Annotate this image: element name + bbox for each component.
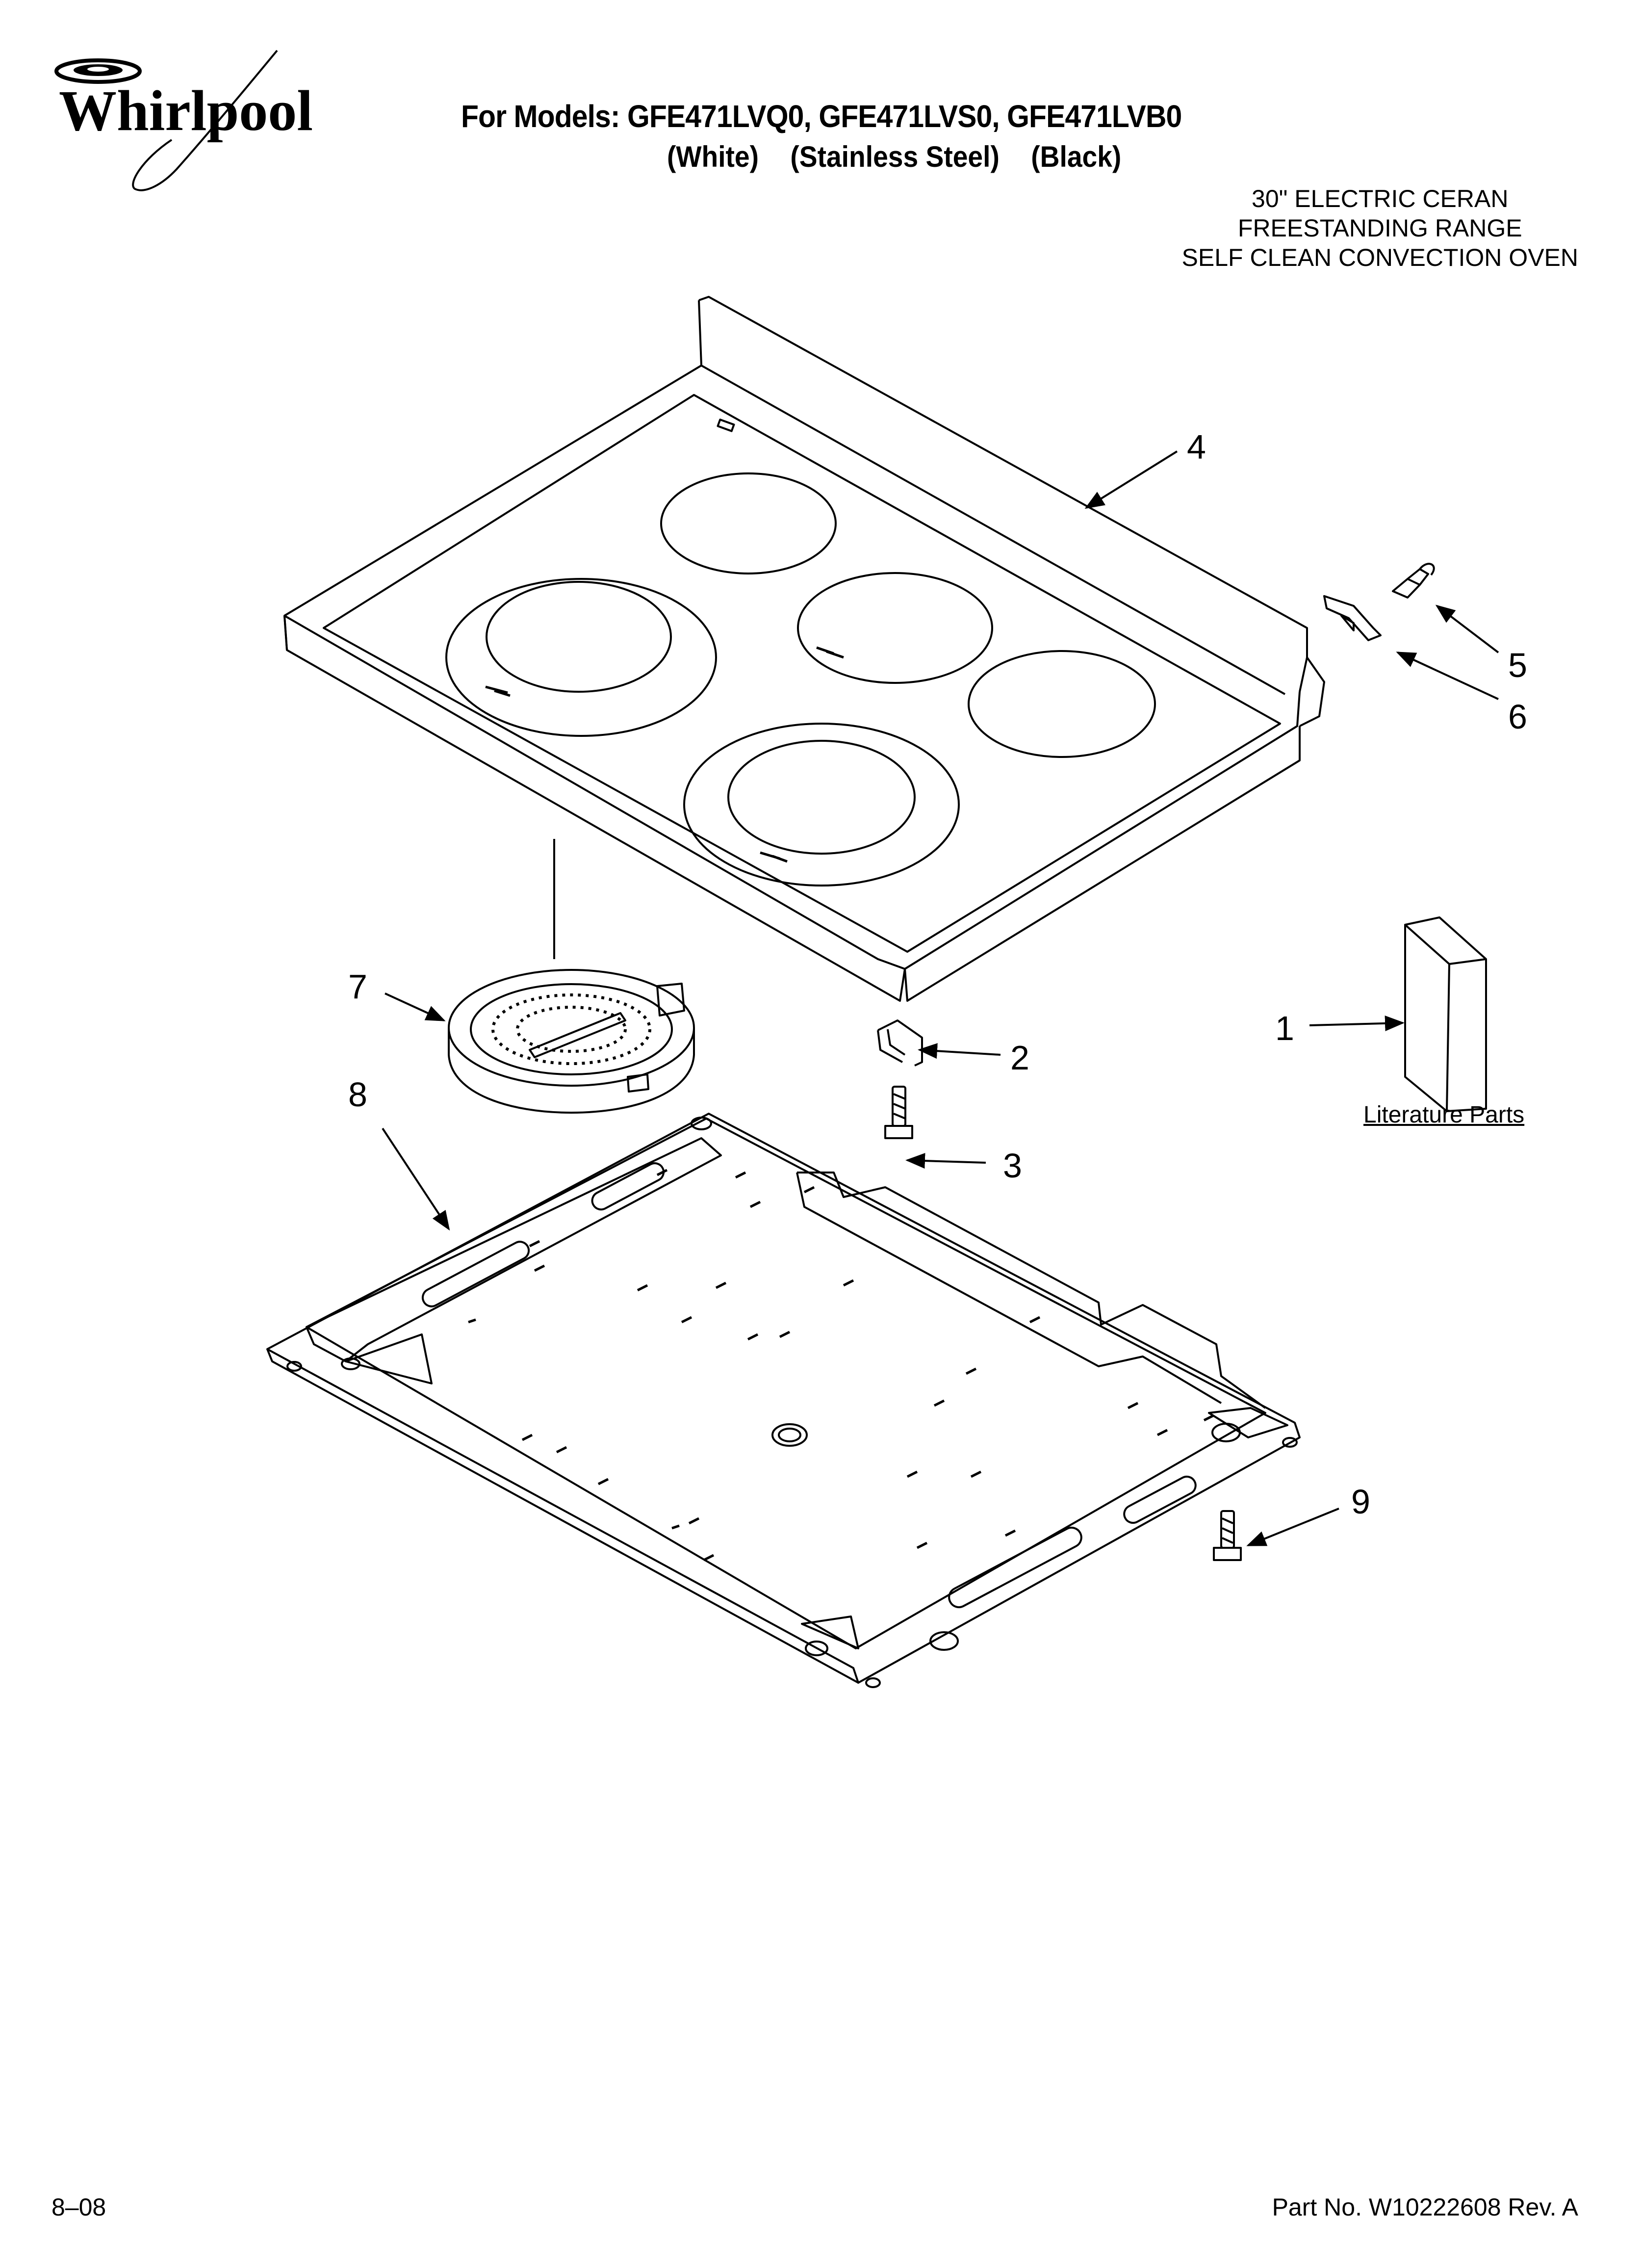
callout-4: 4 [1187,428,1206,466]
models-title: For Models: GFE471LVQ0, GFE471LVS0, GFE4… [461,99,1182,134]
callout-6: 6 [1508,698,1527,736]
variant-black: (Black) [1031,140,1122,173]
callout-9: 9 [1351,1483,1370,1521]
callout-1: 1 [1275,1009,1294,1047]
part-number: Part No. W10222608 Rev. A [1272,2193,1578,2221]
product-description: 30" ELECTRIC CERAN FREESTANDING RANGE SE… [1182,184,1579,272]
callout-7: 7 [348,967,367,1006]
callout-8: 8 [348,1075,367,1114]
callout-3: 3 [1003,1147,1022,1185]
product-desc-line-2: FREESTANDING RANGE [1237,214,1522,242]
screw-9 [1213,1510,1242,1561]
clip-and-screw [1323,563,1435,641]
literature-box [1404,916,1487,1112]
variant-white: (White) [667,140,759,173]
callout-5: 5 [1508,646,1527,684]
variant-stainless: (Stainless Steel) [790,140,1000,173]
revision-date: 8–08 [51,2193,106,2221]
surface-element [448,969,695,1114]
cooktop-glass [283,296,1325,1002]
bracket [877,1019,923,1067]
callout-2: 2 [1010,1039,1029,1077]
screw-3 [884,1086,913,1139]
model-variants: (White) (Stainless Steel) (Black) [667,140,1153,174]
leader-lines [382,450,1499,1546]
whirlpool-logo: Whirlpool [54,50,313,191]
product-desc-line-3: SELF CLEAN CONVECTION OVEN [1181,244,1579,271]
burner-box-pan [266,1113,1301,1688]
brand-wordmark: Whirlpool [59,78,313,143]
literature-parts-label: Literature Parts [1363,1102,1525,1128]
product-desc-line-1: 30" ELECTRIC CERAN [1252,185,1509,212]
